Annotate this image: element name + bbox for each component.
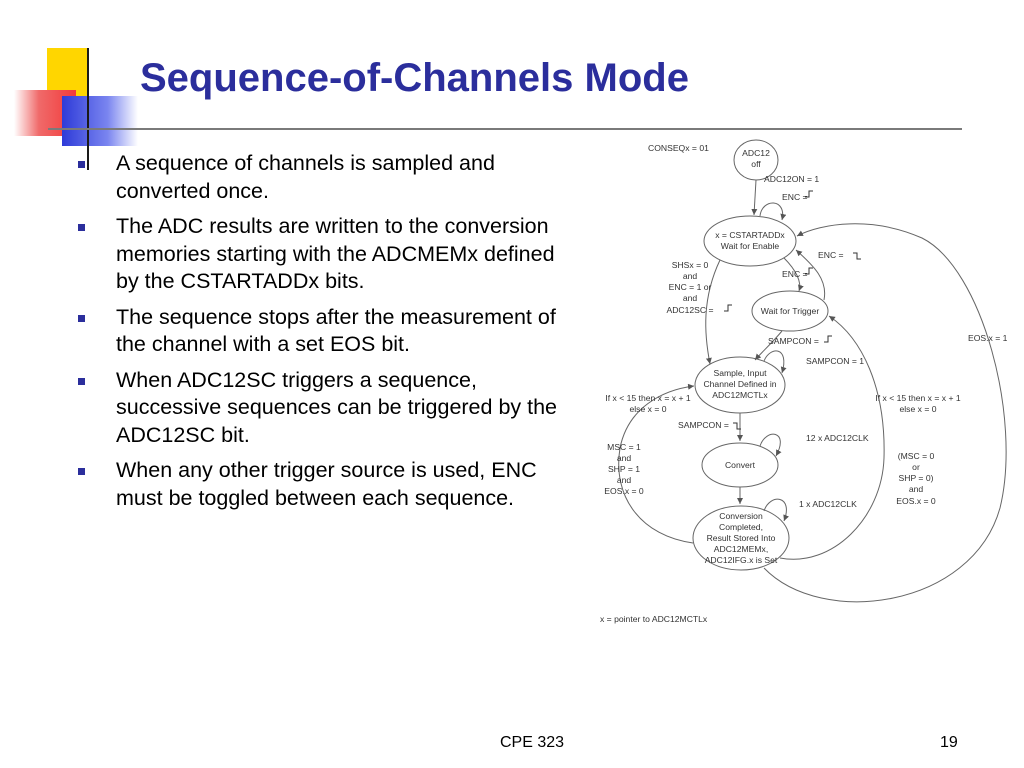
label-left-cond-line: EOS.x = 0 [604,486,644,496]
arrow-trigger-to-sample [754,330,783,361]
label-right-cond-line: and [909,484,924,494]
bullet-item: The sequence stops after the measurement… [78,304,568,359]
label-shs-line: and [683,293,698,303]
arrow-completed-to-trigger-right [779,315,885,560]
label-conseq: CONSEQx = 01 [648,143,709,153]
state-off-line: ADC12 [742,148,770,158]
decor-blue-block [62,96,138,146]
label-left-if-line: If x < 15 then x = x + 1 [605,393,690,403]
label-left-cond-line: MSC = 1 [607,442,641,452]
bullet-marker-icon [78,468,85,475]
state-completed-line: ADC12IFG.x is Set [705,555,778,565]
bullet-item: A sequence of channels is sampled and co… [78,150,568,205]
state-completed-line: Conversion [719,511,763,521]
state-diagram: ADC12 off x = CSTARTADDx Wait for Enable… [600,139,1008,624]
state-sample-line: ADC12MCTLx [712,390,768,400]
bullet-marker-icon [78,161,85,168]
bullet-text: The sequence stops after the measurement… [116,304,556,357]
rising-edge-icon [724,304,732,312]
bullet-marker-icon [78,224,85,231]
label-left-cond-line: SHP = 1 [608,464,640,474]
bullet-text: The ADC results are written to the conve… [116,214,555,293]
arrow-completed-self [763,498,789,522]
decor-vertical-line [87,48,89,170]
label-eos: EOS.x = 1 [968,333,1008,343]
label-right-cond-line: SHP = 0) [899,473,934,483]
label-right-cond-line: or [912,462,920,472]
state-completed [692,505,790,571]
bullet-item: When any other trigger source is used, E… [78,457,568,512]
arrow-sample-self [763,350,787,374]
label-adc12on: ADC12ON = 1 [764,174,819,184]
bullet-marker-icon [78,377,85,385]
label-right-if-line: else x = 0 [899,404,936,414]
rising-edge-icon [805,190,813,198]
arrow-enable-to-sample [705,259,721,365]
bullet-list: A sequence of channels is sampled and co… [78,150,568,520]
decor-horizontal-line [48,128,962,130]
label-footnote: x = pointer to ADC12MCTLx [600,614,708,624]
slide-title: Sequence-of-Channels Mode [140,56,689,100]
label-right-cond-line: (MSC = 0 [898,451,935,461]
label-sampcon1: SAMPCON = 1 [806,356,864,366]
state-wait-enable [703,215,797,267]
label-left-if-line: else x = 0 [629,404,666,414]
rising-edge-icon [824,335,832,343]
state-completed-line: ADC12MEMx, [714,544,768,554]
rising-edge-icon [805,267,813,275]
state-sample-line: Sample, Input [713,368,767,378]
falling-edge-icon [733,422,741,430]
arrow-off-to-enable [751,179,758,216]
label-left-cond-line: and [617,475,632,485]
state-convert-line: Convert [725,460,756,470]
label-shs-line: ADC12SC = [666,305,713,315]
state-sample-line: Channel Defined in [703,379,776,389]
label-sampcon-rise: SAMPCON = [768,336,819,346]
label-clk1: 1 x ADC12CLK [799,499,857,509]
label-shs-line: and [683,271,698,281]
label-right-if-line: If x < 15 then x = x + 1 [875,393,960,403]
footer-course: CPE 323 [500,734,565,751]
label-sampcon-fall: SAMPCON = [678,420,729,430]
bullet-marker-icon [78,314,85,322]
bullet-text: When ADC12SC triggers a sequence, succes… [116,367,558,447]
state-enable-line: Wait for Enable [721,241,780,251]
state-wait-trigger [751,290,829,332]
arrow-completed-to-sample-left [618,383,695,544]
page-number: 19 [940,734,958,751]
arrow-completed-to-enable-eos [763,223,1007,603]
state-trigger-line: Wait for Trigger [761,306,820,316]
arrow-enable-self [759,202,787,221]
label-clk12: 12 x ADC12CLK [806,433,869,443]
label-enc-fall: ENC = [818,250,844,260]
state-completed-line: Completed, [719,522,763,532]
label-enc-rise2: ENC = [782,269,808,279]
state-enable-line: x = CSTARTADDx [715,230,785,240]
arrow-convert-self [759,433,782,457]
bullet-item: The ADC results are written to the conve… [78,213,568,296]
bullet-text: A sequence of channels is sampled and co… [116,151,495,203]
label-left-cond-line: and [617,453,632,463]
label-right-cond-line: EOS.x = 0 [896,496,936,506]
arrow-trigger-to-enable [795,249,826,301]
state-completed-line: Result Stored Into [707,533,776,543]
label-enc-rise: ENC = [782,192,808,202]
falling-edge-icon [853,252,861,260]
bullet-item: When ADC12SC triggers a sequence, succes… [78,367,568,450]
arrow-enable-to-trigger [783,257,804,292]
label-shs-line: SHSx = 0 [672,260,709,270]
state-off-line: off [751,159,761,169]
bullet-text: When any other trigger source is used, E… [116,458,537,510]
label-shs-line: ENC = 1 or [669,282,712,292]
